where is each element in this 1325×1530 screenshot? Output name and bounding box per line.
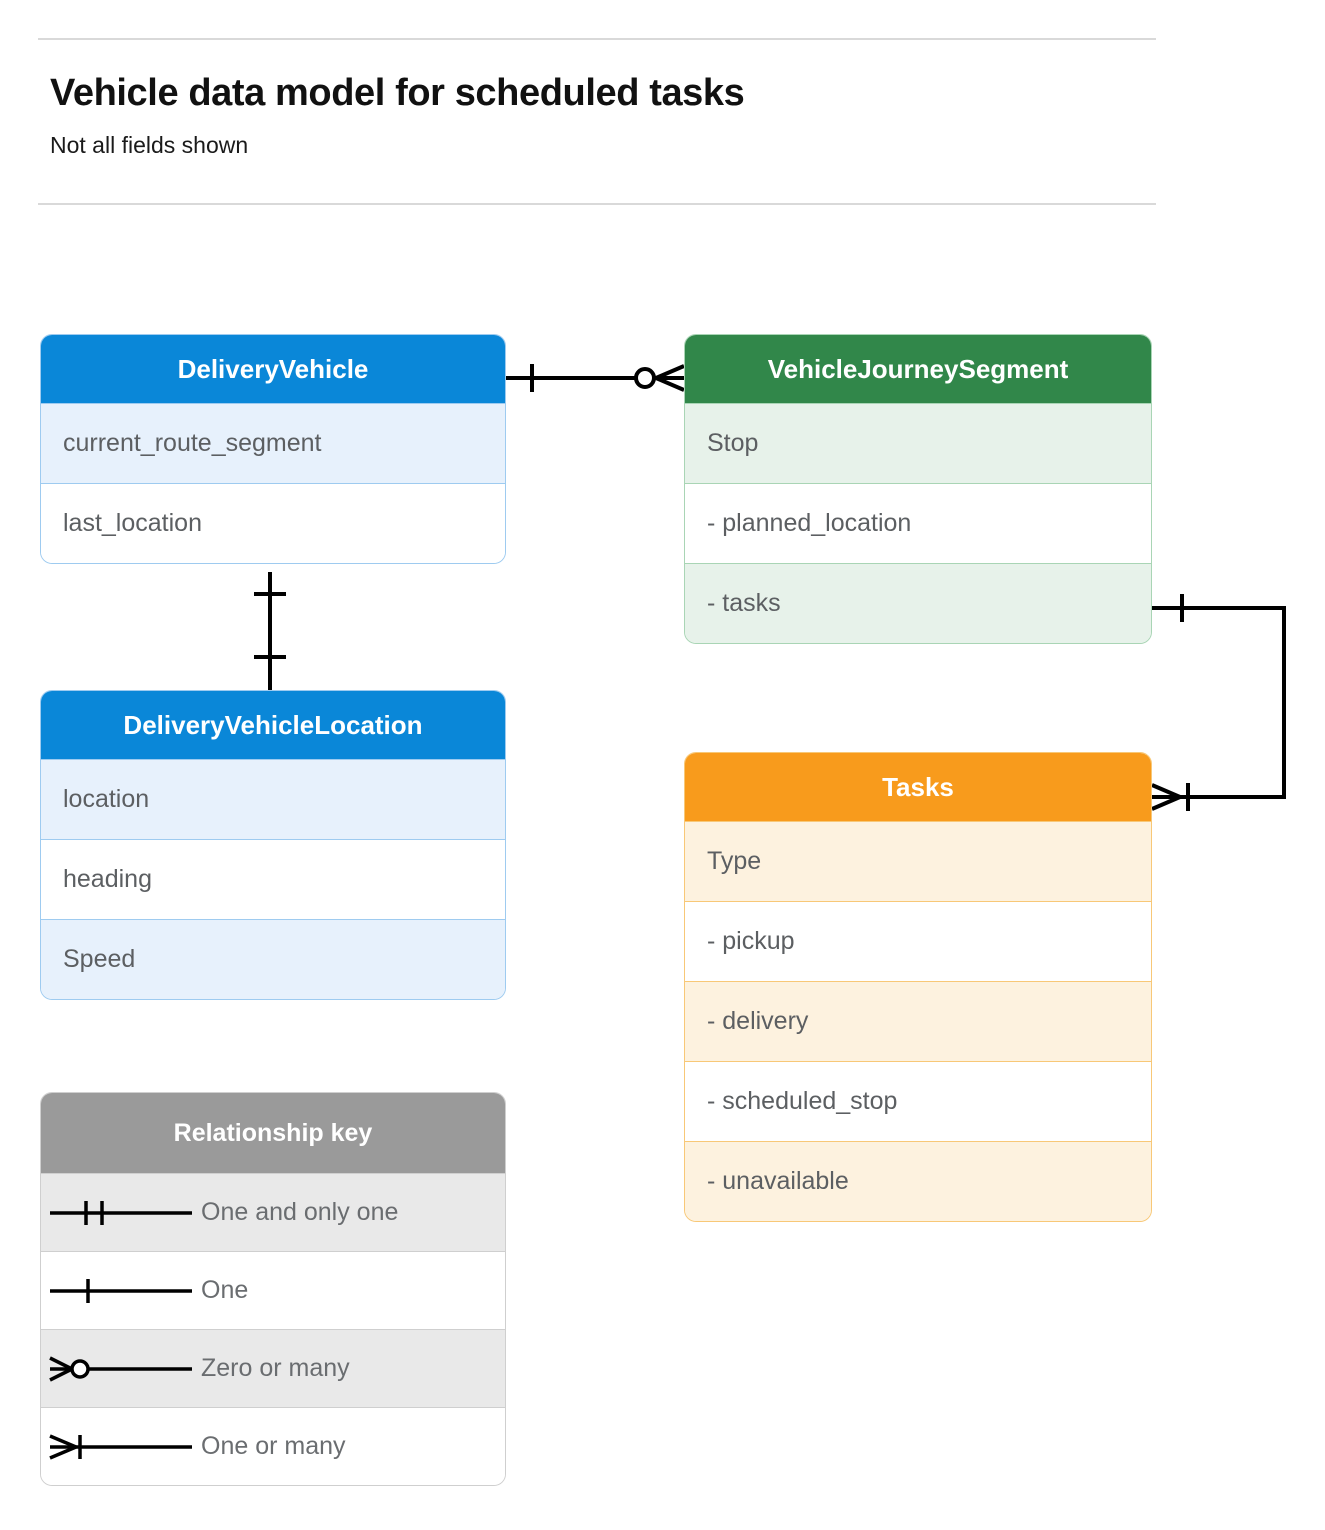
legend-item-one-and-only-one: One and only one <box>41 1173 505 1251</box>
legend-item-label: One or many <box>201 1432 346 1460</box>
entity-field-row: - delivery <box>685 981 1151 1061</box>
page-title: Vehicle data model for scheduled tasks <box>50 72 745 114</box>
entity-field-row: - tasks <box>685 563 1151 643</box>
entity-field-row: Stop <box>685 403 1151 483</box>
entity-field-row: current_route_segment <box>41 403 505 483</box>
entity-title-tasks: Tasks <box>685 753 1151 821</box>
legend-item-label: One and only one <box>201 1198 399 1226</box>
crowfoot-bottom-vjs <box>655 376 685 392</box>
entity-tasks[interactable]: Tasks Type - pickup - delivery - schedul… <box>684 752 1152 1222</box>
entity-field-row: heading <box>41 839 505 919</box>
entity-field-row: - planned_location <box>685 483 1151 563</box>
entity-field-row: - unavailable <box>685 1141 1151 1221</box>
crowfoot-top-vjs <box>655 364 685 380</box>
entity-title-delivery-vehicle: DeliveryVehicle <box>41 335 505 403</box>
entity-delivery-vehicle[interactable]: DeliveryVehicle current_route_segment la… <box>40 334 506 564</box>
legend-title: Relationship key <box>41 1093 505 1173</box>
legend-item-one-or-many: One or many <box>41 1407 505 1485</box>
header-divider-top <box>38 38 1156 40</box>
relationship-key-legend[interactable]: Relationship key One and only one One <box>40 1092 506 1486</box>
legend-item-label: One <box>201 1276 249 1304</box>
entity-field-row: Speed <box>41 919 505 999</box>
header-divider-bottom <box>38 203 1156 205</box>
zero-or-many-icon <box>41 1349 201 1389</box>
crowfoot-top-tasks <box>1151 783 1181 799</box>
entity-field-row: - pickup <box>685 901 1151 981</box>
legend-item-one: One <box>41 1251 505 1329</box>
connector-journey-to-tasks <box>1152 606 1286 799</box>
one-icon <box>41 1271 201 1311</box>
entity-title-vehicle-journey-segment: VehicleJourneySegment <box>685 335 1151 403</box>
entity-delivery-vehicle-location[interactable]: DeliveryVehicleLocation location heading… <box>40 690 506 1000</box>
entity-vehicle-journey-segment[interactable]: VehicleJourneySegment Stop - planned_loc… <box>684 334 1152 644</box>
entity-field-row: - scheduled_stop <box>685 1061 1151 1141</box>
entity-field-row: last_location <box>41 483 505 563</box>
cardinality-zero-circle <box>634 367 656 389</box>
one-or-many-icon <box>41 1427 201 1467</box>
entity-title-delivery-vehicle-location: DeliveryVehicleLocation <box>41 691 505 759</box>
entity-field-row: location <box>41 759 505 839</box>
legend-item-zero-or-many: Zero or many <box>41 1329 505 1407</box>
one-and-only-one-icon <box>41 1193 201 1233</box>
legend-item-label: Zero or many <box>201 1354 350 1382</box>
page-subtitle: Not all fields shown <box>50 132 249 158</box>
entity-field-row: Type <box>685 821 1151 901</box>
crowfoot-bottom-tasks <box>1151 795 1181 811</box>
